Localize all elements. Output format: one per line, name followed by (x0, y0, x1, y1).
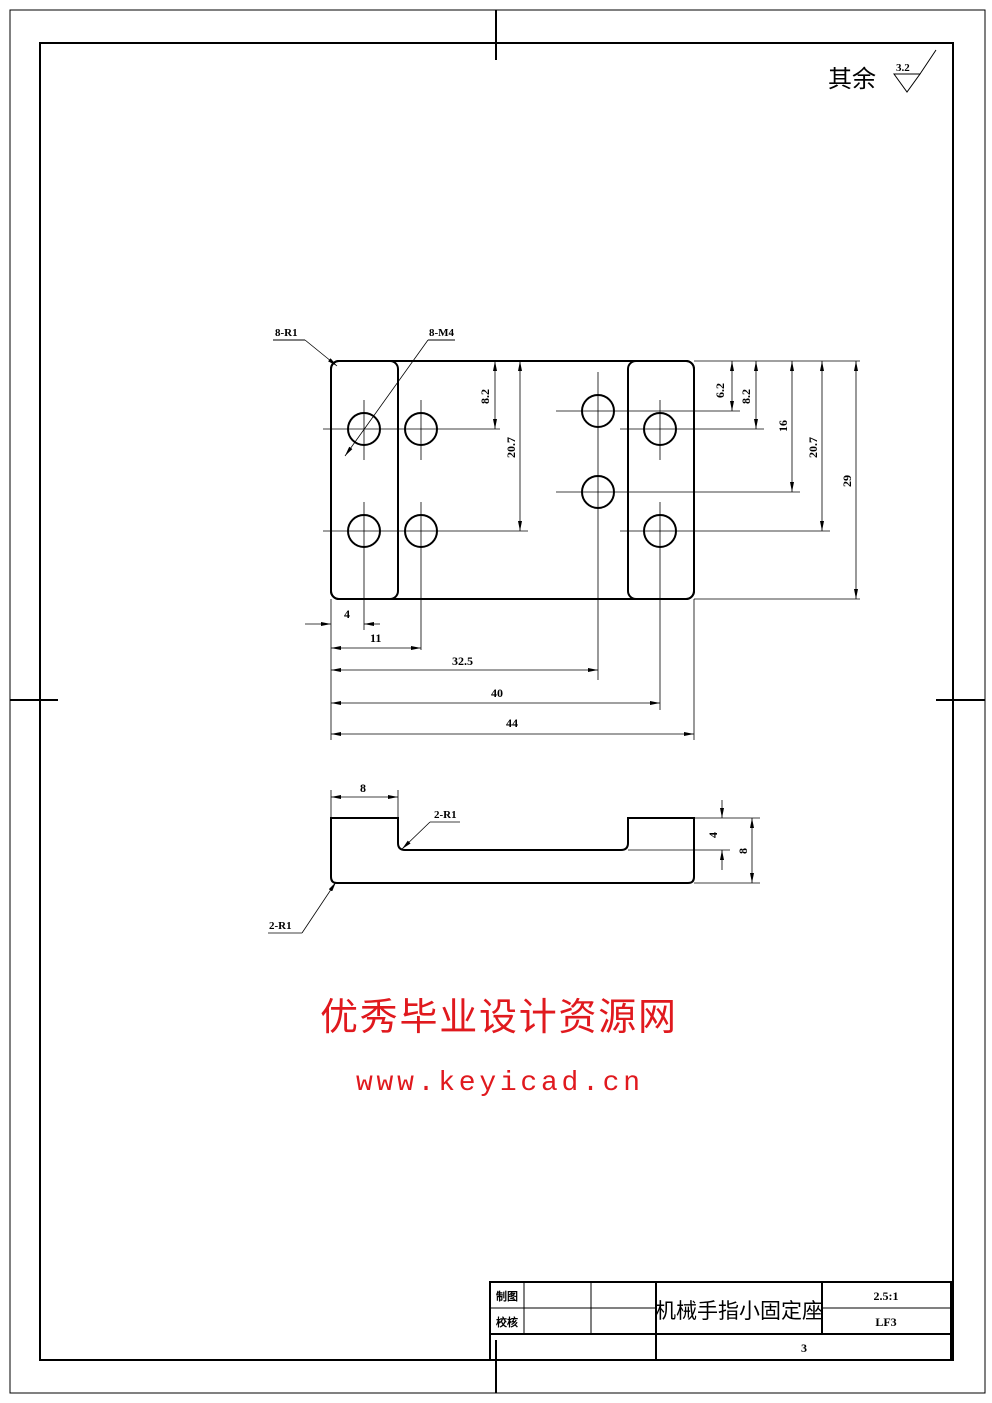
top-view: 8-R1 8-M4 4 11 32.5 40 44 8.2 20.7 6.2 (273, 327, 860, 740)
watermark-title: 优秀毕业设计资源网 (320, 995, 676, 1039)
callout-8-r1: 8-R1 (275, 327, 298, 339)
dim-left-20-7: 20.7 (504, 437, 518, 458)
dim-side-height-8: 8 (736, 848, 750, 854)
horizontal-dimension-lines (305, 622, 694, 736)
surface-roughness-note: 其余 3.2 (828, 49, 937, 93)
side-view: 8 4 8 2-R1 2-R1 (268, 781, 760, 934)
dim-32-5: 32.5 (452, 654, 473, 668)
dim-left-8-2: 8.2 (478, 389, 492, 404)
dim-40: 40 (491, 686, 503, 700)
svg-text:其余: 其余 (828, 65, 876, 93)
material-value: LF3 (875, 1315, 896, 1329)
dim-side-8: 8 (360, 781, 366, 795)
centering-marks (10, 10, 985, 1393)
part-name: 机械手指小固定座 (655, 1299, 823, 1323)
drawing-frame (39, 42, 954, 1361)
title-block: 制图 校核 机械手指小固定座 2.5:1 LF3 3 (489, 1281, 952, 1361)
dim-44: 44 (506, 716, 518, 730)
roughness-symbol-icon (893, 49, 937, 93)
watermark-url[interactable]: www.keyicad.cn (356, 1068, 640, 1099)
callout-outer-2-r1: 2-R1 (269, 920, 292, 932)
dim-right-8-2: 8.2 (739, 389, 753, 404)
left-rail (330, 360, 399, 600)
outer-border (9, 9, 986, 1394)
vertical-dimension-lines (493, 361, 858, 599)
dim-right-6-2: 6.2 (713, 383, 727, 398)
scale-value: 2.5:1 (874, 1289, 899, 1303)
quantity-value: 3 (801, 1341, 807, 1355)
dim-side-4: 4 (706, 832, 720, 838)
checked-by-label: 校核 (496, 1315, 518, 1329)
dim-right-29: 29 (840, 475, 854, 487)
drawn-by-label: 制图 (496, 1289, 518, 1303)
dim-right-16: 16 (776, 420, 790, 432)
side-view-outline (330, 817, 695, 884)
dim-11: 11 (370, 631, 381, 645)
dim-4: 4 (344, 607, 350, 621)
callout-inner-2-r1: 2-R1 (434, 809, 457, 821)
dim-right-20-7: 20.7 (806, 437, 820, 458)
center-lines (323, 360, 860, 740)
svg-text:3.2: 3.2 (896, 62, 910, 74)
callout-8-m4: 8-M4 (429, 327, 455, 339)
top-view-outline (330, 360, 695, 600)
right-rail (627, 360, 695, 600)
